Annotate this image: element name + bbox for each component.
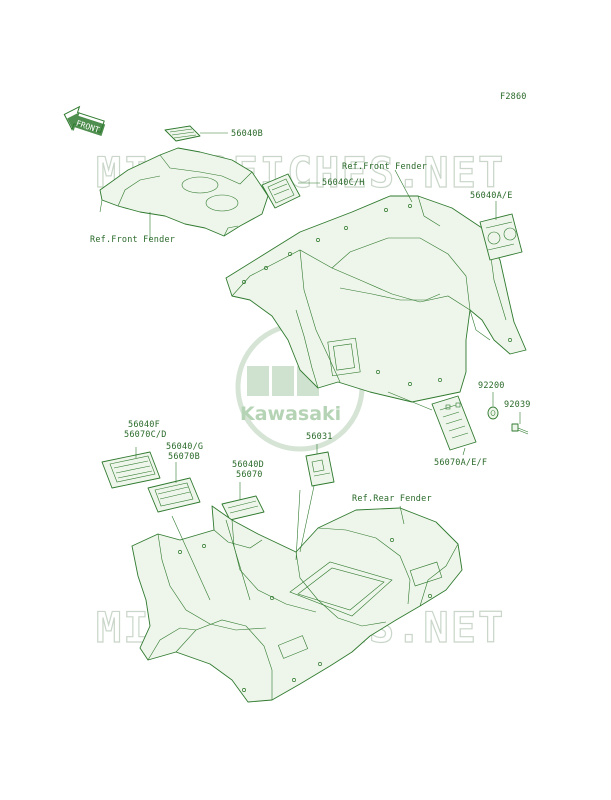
label-ref-rear-fender: Ref.Rear Fender (352, 494, 432, 504)
label-56070: 56070 (236, 470, 263, 480)
label-92200: 92200 (478, 381, 505, 391)
label-92039: 92039 (504, 400, 531, 410)
rear-fender (131, 505, 463, 703)
decal-56040F (101, 451, 161, 489)
decal-56040D (221, 495, 265, 521)
label-56040CH: 56040C/H (322, 178, 365, 188)
decal-56031 (305, 451, 335, 487)
front-fender-small (99, 147, 269, 237)
label-56040AE: 56040A/E (470, 191, 513, 201)
label-56070CD: 56070C/D (124, 430, 167, 440)
figure-code: F2860 (500, 92, 527, 102)
label-56040D: 56040D (232, 460, 264, 470)
label-56040B: 56040B (231, 129, 263, 139)
washer-92200 (487, 406, 499, 420)
decal-56070AEF (431, 395, 477, 451)
front-fender-large (225, 195, 527, 403)
front-arrow: FRONT (63, 105, 106, 136)
label-ref-front-fender-top: Ref.Front Fender (342, 162, 428, 172)
leader-lines (135, 132, 521, 601)
label-ref-front-fender-left: Ref.Front Fender (90, 235, 176, 245)
logo-text: Kawasaki (240, 403, 341, 425)
decal-56040B (164, 125, 201, 142)
bolt-92039 (511, 423, 529, 435)
label-56070B: 56070B (168, 452, 200, 462)
decal-56040G (147, 477, 201, 513)
decal-56040CH (261, 173, 301, 209)
label-56040G: 56040/G (166, 442, 204, 452)
decal-56040AE (479, 213, 523, 261)
label-56040F: 56040F (128, 420, 160, 430)
label-56070AEF: 56070A/E/F (434, 458, 488, 468)
label-56031: 56031 (306, 432, 333, 442)
